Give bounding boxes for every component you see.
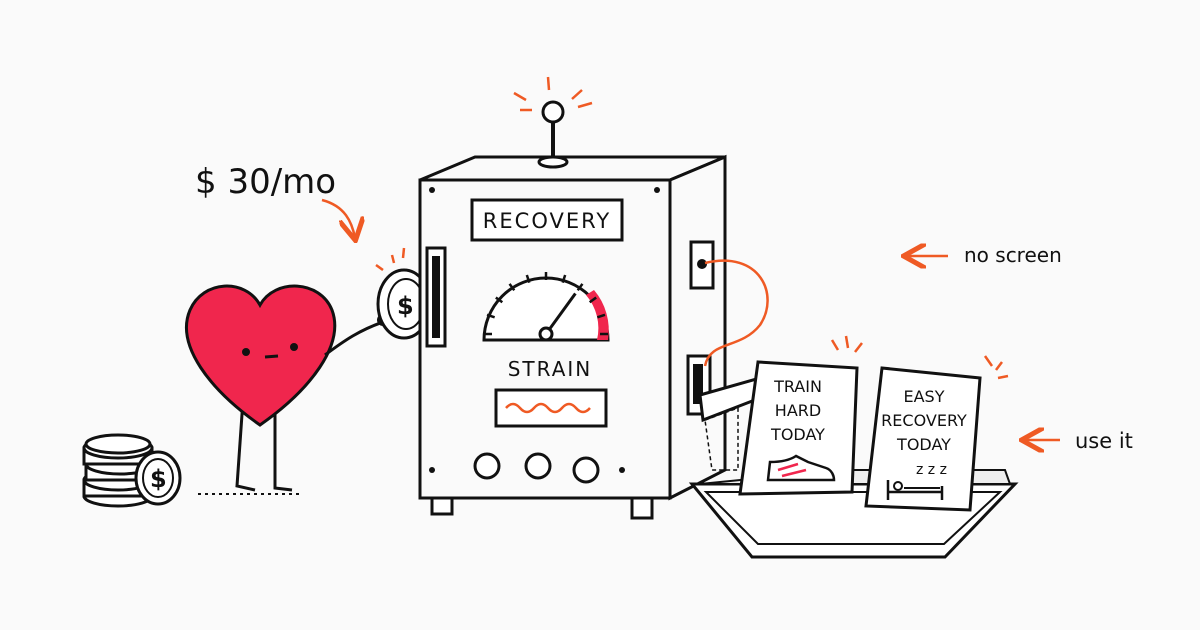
gauge-tick [576,283,584,292]
wave-display [494,388,608,428]
card-train-hard: TRAIN HARD TODAY [738,335,863,496]
price-annotation: $ 30/mo [195,162,355,238]
wave-line [505,402,591,414]
gauge-tick [561,274,567,284]
strain-gauge [482,272,610,342]
card-2-line-2: RECOVERY [881,411,967,430]
card-1-line-2: HARD [775,401,821,420]
machine-knobs [473,452,600,484]
card-2-line-1: EASY [904,387,945,406]
card-2-line-3: TODAY [896,435,951,454]
sneaker-icon [766,454,836,482]
card-1-line-3: TODAY [770,425,825,444]
gauge-ticks [484,272,608,336]
card-easy-recovery: EASY RECOVERY TODAY z z z [864,355,1009,512]
held-coin-dollar-sign: $ [397,292,414,320]
no-screen-label: no screen [964,243,1062,267]
gauge-needle [544,292,577,335]
sleep-z-icon: z z z [916,462,947,478]
no-screen-annotation: no screen [906,243,1062,267]
use-it-annotation: use it [1024,429,1133,453]
heart-icon [185,284,337,427]
cable [703,259,769,367]
gauge-tick [495,296,504,304]
gauge-tick [486,313,496,319]
recovery-label: RECOVERY [483,209,611,233]
coin-icon: $ [134,450,182,506]
price-arrow [321,198,355,238]
gauge-tick [525,274,531,284]
antenna [513,76,593,169]
price-label: $ 30/mo [195,162,336,202]
use-it-label: use it [1075,429,1133,453]
coin-dollar-sign: $ [150,465,167,493]
recovery-machine: RECOVERY STRAIN [418,76,769,520]
card-1-line-1: TRAIN [773,377,822,396]
gauge-tick [508,283,516,292]
bed-icon [886,480,944,500]
gauge-tick [588,296,597,304]
gauge-tick [596,313,606,319]
strain-label: STRAIN [508,357,593,381]
coin-stack: $ [82,433,182,508]
heart-character [185,284,389,495]
